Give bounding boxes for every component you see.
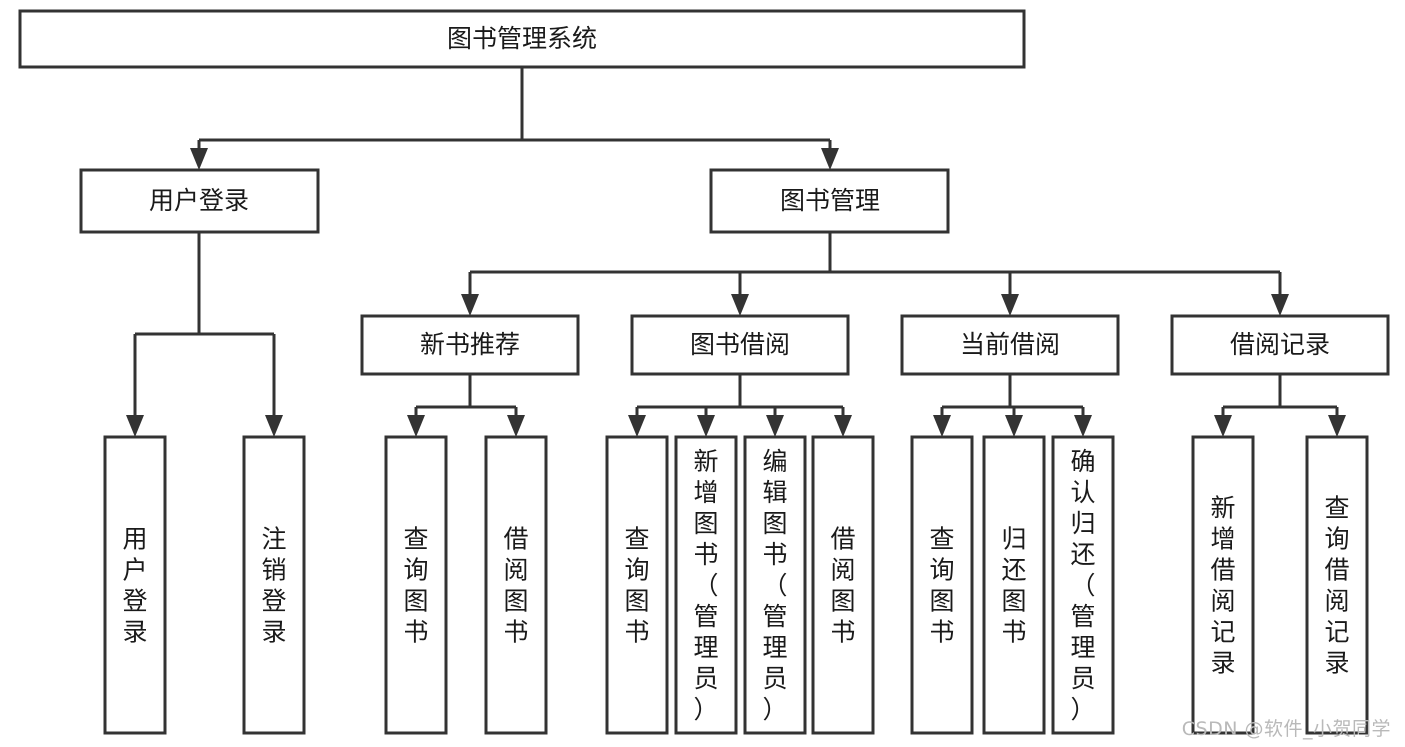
csdn-watermark: CSDN @软件_小贺同学 xyxy=(1181,718,1391,740)
node-leaf-return-book[interactable]: 归还图书 xyxy=(982,435,1046,735)
arrow-head-leaf-add-book-admin xyxy=(697,415,715,437)
node-book-manage-box[interactable] xyxy=(709,168,950,234)
arrow-head-current-borrow xyxy=(1001,294,1019,316)
arrow-head-leaf-query-book-3 xyxy=(933,415,951,437)
node-leaf-add-borrow-record-box[interactable] xyxy=(1191,435,1255,735)
node-current-borrow-box[interactable] xyxy=(900,314,1120,376)
node-current-borrow[interactable]: 当前借阅 xyxy=(900,314,1120,376)
node-book-manage-label: 图书管理 xyxy=(780,186,880,215)
node-leaf-borrow-book-2-box[interactable] xyxy=(811,435,875,735)
arrow-head-leaf-confirm-return-admin xyxy=(1074,415,1092,437)
node-leaf-borrow-book-1[interactable]: 借阅图书 xyxy=(484,435,548,735)
arrow-head-leaf-borrow-book-1 xyxy=(507,415,525,437)
node-leaf-add-borrow-record[interactable]: 新增借阅记录 xyxy=(1191,435,1255,735)
arrow-head-leaf-user-logout xyxy=(265,415,283,437)
leaf-node-group: 用户登录 注销登录 查询图书 借阅图书 查询图书 新增图书（管理员） xyxy=(103,435,1369,735)
node-leaf-query-book-1-box[interactable] xyxy=(384,435,448,735)
node-user-login-box[interactable] xyxy=(79,168,320,234)
node-leaf-add-book-admin[interactable]: 新增图书（管理员） xyxy=(674,435,738,735)
node-leaf-edit-book-admin-label: 编辑图书（管理员） xyxy=(762,447,787,724)
node-leaf-add-borrow-record-label: 新增借阅记录 xyxy=(1210,494,1235,678)
node-current-borrow-label: 当前借阅 xyxy=(960,330,1060,359)
node-leaf-confirm-return-admin-box[interactable] xyxy=(1051,435,1115,735)
node-book-borrow[interactable]: 图书借阅 xyxy=(630,314,850,376)
node-leaf-add-book-admin-box[interactable] xyxy=(674,435,738,735)
node-leaf-user-login[interactable]: 用户登录 xyxy=(103,435,167,735)
node-user-login[interactable]: 用户登录 xyxy=(79,168,320,234)
node-borrow-record[interactable]: 借阅记录 xyxy=(1170,314,1390,376)
node-leaf-user-login-label: 用户登录 xyxy=(122,525,147,647)
node-root-label: 图书管理系统 xyxy=(447,24,597,53)
node-leaf-edit-book-admin[interactable]: 编辑图书（管理员） xyxy=(743,435,807,735)
node-leaf-query-book-2-label: 查询图书 xyxy=(624,525,649,647)
node-leaf-query-borrow-record-box[interactable] xyxy=(1305,435,1369,735)
arrow-head-leaf-edit-book-admin xyxy=(766,415,784,437)
node-new-book-recommend-label: 新书推荐 xyxy=(420,330,520,359)
node-leaf-user-login-box[interactable] xyxy=(103,435,167,735)
arrow-head-leaf-query-borrow-record xyxy=(1328,415,1346,437)
node-leaf-edit-book-admin-box[interactable] xyxy=(743,435,807,735)
node-new-book-recommend[interactable]: 新书推荐 xyxy=(360,314,580,376)
node-leaf-query-book-3-label: 查询图书 xyxy=(929,525,954,647)
arrow-head-borrow-record xyxy=(1271,294,1289,316)
node-borrow-record-box[interactable] xyxy=(1170,314,1390,376)
node-leaf-borrow-book-1-box[interactable] xyxy=(484,435,548,735)
arrow-head-leaf-query-book-1 xyxy=(407,415,425,437)
node-leaf-borrow-book-2-label: 借阅图书 xyxy=(830,525,855,647)
node-leaf-user-logout[interactable]: 注销登录 xyxy=(242,435,306,735)
node-user-login-label: 用户登录 xyxy=(149,186,249,215)
arrow-head-new-book-recommend xyxy=(461,294,479,316)
node-leaf-query-borrow-record-label: 查询借阅记录 xyxy=(1324,494,1349,678)
node-book-borrow-label: 图书借阅 xyxy=(690,330,790,359)
arrow-head-leaf-user-login xyxy=(126,415,144,437)
node-leaf-confirm-return-admin[interactable]: 确认归还（管理员） xyxy=(1051,435,1115,735)
node-root[interactable]: 图书管理系统 xyxy=(18,9,1026,69)
node-leaf-query-book-2[interactable]: 查询图书 xyxy=(605,435,669,735)
node-book-manage[interactable]: 图书管理 xyxy=(709,168,950,234)
node-leaf-query-book-3-box[interactable] xyxy=(910,435,974,735)
node-leaf-add-book-admin-label: 新增图书（管理员） xyxy=(693,447,718,724)
node-leaf-query-book-1-label: 查询图书 xyxy=(403,525,428,647)
node-root-box[interactable] xyxy=(18,9,1026,69)
node-leaf-borrow-book-1-label: 借阅图书 xyxy=(503,525,528,647)
node-leaf-user-logout-label: 注销登录 xyxy=(261,525,286,647)
node-book-borrow-box[interactable] xyxy=(630,314,850,376)
node-leaf-query-book-3[interactable]: 查询图书 xyxy=(910,435,974,735)
node-leaf-user-logout-box[interactable] xyxy=(242,435,306,735)
connector-layer xyxy=(126,67,1346,437)
arrow-head-leaf-add-borrow-record xyxy=(1214,415,1232,437)
arrow-head-user-login xyxy=(190,148,208,170)
node-leaf-query-borrow-record[interactable]: 查询借阅记录 xyxy=(1305,435,1369,735)
arrow-head-book-borrow xyxy=(731,294,749,316)
arrow-head-leaf-borrow-book-2 xyxy=(834,415,852,437)
node-leaf-return-book-box[interactable] xyxy=(982,435,1046,735)
node-leaf-return-book-label: 归还图书 xyxy=(1001,525,1026,647)
arrow-head-book-manage xyxy=(821,148,839,170)
node-leaf-query-book-2-box[interactable] xyxy=(605,435,669,735)
node-leaf-borrow-book-2[interactable]: 借阅图书 xyxy=(811,435,875,735)
arrow-head-leaf-return-book xyxy=(1005,415,1023,437)
node-new-book-recommend-box[interactable] xyxy=(360,314,580,376)
node-leaf-query-book-1[interactable]: 查询图书 xyxy=(384,435,448,735)
arrow-head-leaf-query-book-2 xyxy=(628,415,646,437)
node-leaf-confirm-return-admin-label: 确认归还（管理员） xyxy=(1070,447,1095,724)
node-borrow-record-label: 借阅记录 xyxy=(1230,330,1330,359)
